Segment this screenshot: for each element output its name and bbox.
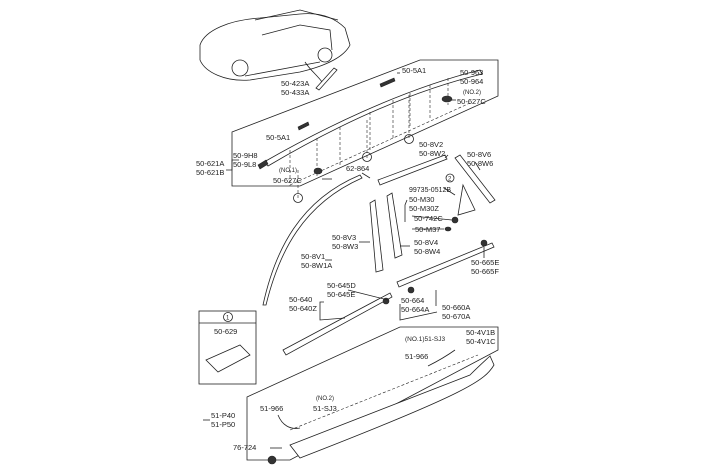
label-50-664: 50-664 — [401, 296, 424, 305]
label-50-664a: 50-664A — [401, 305, 429, 314]
label-50-963: 50-963 — [460, 68, 483, 77]
label-50-645d: 50-645D — [327, 281, 356, 290]
label-no2: (NO.2) — [463, 90, 481, 96]
clip-627c-top — [441, 95, 453, 103]
clip-5a1-left — [297, 121, 310, 131]
label-50-m30z: 50-M30Z — [409, 204, 439, 213]
label-50-627c: 50-627C — [273, 176, 302, 185]
label-50-5a1: 50-5A1 — [402, 66, 426, 75]
belt-molding-640 — [282, 292, 393, 356]
label-50-423a: 50-423A — [281, 79, 309, 88]
label-50-640z: 50-640Z — [289, 304, 317, 313]
label-50-m37: 50-M37 — [415, 225, 440, 234]
label-circle-2: 2 — [448, 177, 452, 183]
label-50-8w4: 50-8W4 — [414, 247, 440, 256]
label-50-4v1b: 50-4V1B — [466, 328, 495, 337]
clip-m37 — [444, 226, 452, 232]
label-50-5a1: 50-5A1 — [266, 133, 290, 142]
label-50-629: 50-629 — [214, 327, 237, 336]
label-50-665e: 50-665E — [471, 258, 499, 267]
garnish-8v3 — [369, 199, 384, 273]
molding-8v1 — [262, 174, 363, 306]
label-50-742c: 50-742C — [414, 214, 443, 223]
molding-8v6 — [454, 154, 496, 204]
end-cap-9h8 — [257, 159, 269, 170]
label-circle-1: 1 — [226, 316, 230, 322]
part-labels: 50-5A1 50-963 50-964 (NO.2) 50-627C 50-4… — [196, 66, 499, 452]
label-51-sj3: 51-SJ3 — [313, 404, 337, 413]
label-50-433a: 50-433A — [281, 88, 309, 97]
clip-627c-left — [313, 167, 323, 175]
label-50-621b: 50-621B — [196, 168, 224, 177]
label-50-8w6: 50-8W6 — [467, 159, 493, 168]
molding-8v2 — [377, 154, 448, 186]
label-51-966: 51-966 — [260, 404, 283, 413]
label-51-p50: 51-P50 — [211, 420, 235, 429]
garnish-8v4 — [386, 192, 403, 259]
belt-molding-660a — [396, 242, 495, 288]
label-50-627c: 50-627C — [457, 97, 486, 106]
inset-box-1 — [198, 310, 257, 385]
circle-1-marker — [223, 312, 233, 322]
label-50-8w1a: 50-8W1A — [301, 261, 332, 270]
label-50-m30: 50-M30 — [409, 195, 434, 204]
leader-lines — [203, 72, 485, 449]
label-50-8v4: 50-8V4 — [414, 238, 438, 247]
label-99735-0512b: 99735-0512B — [409, 187, 451, 194]
clip-664 — [407, 286, 415, 294]
side-sill-garnish — [289, 355, 495, 459]
seal-966-b — [277, 414, 301, 429]
part-50-423a — [315, 67, 338, 91]
label-50-640: 50-640 — [289, 295, 312, 304]
label-50-9l8: 50-9L8 — [233, 160, 256, 169]
label-51-966: 51-966 — [405, 352, 428, 361]
label-50-621a: 50-621A — [196, 159, 224, 168]
label-50-964: 50-964 — [460, 77, 483, 86]
seal-966-a — [427, 349, 456, 367]
label-no1-51-sj3: (NO.1)51-SJ3 — [405, 336, 445, 343]
label-51-p40: 51-P40 — [211, 411, 235, 420]
clip-5a1-top — [379, 77, 396, 88]
label-no2: (NO.2) — [316, 396, 334, 402]
sill-dashed-guide — [289, 354, 479, 431]
label-50-665f: 50-665F — [471, 267, 499, 276]
label-50-9h8: 50-9H8 — [233, 151, 258, 160]
side-sill-group-outline — [246, 326, 499, 461]
label-50-8v3: 50-8V3 — [332, 233, 356, 242]
label-50-8v6: 50-8V6 — [467, 150, 491, 159]
label-50-4v1c: 50-4V1C — [466, 337, 496, 346]
label-50-645e: 50-645E — [327, 290, 355, 299]
clip-742c — [451, 216, 459, 224]
label-50-8v2: 50-8V2 — [419, 140, 443, 149]
label-50-8w3: 50-8W3 — [332, 242, 358, 251]
car-illustration — [199, 9, 351, 83]
label-no1: (NO.1) — [279, 168, 297, 174]
clip-665e — [480, 239, 488, 247]
clip-629-illustration — [205, 344, 251, 373]
label-50-660a: 50-660A — [442, 303, 470, 312]
roof-group-outline — [231, 59, 499, 187]
clip-76-724 — [267, 455, 277, 465]
label-50-670a: 50-670A — [442, 312, 470, 321]
label-50-8w2: 50-8W2 — [419, 149, 445, 158]
garnish-triangle — [457, 183, 476, 216]
label-76-724: 76-724 — [233, 443, 256, 452]
label-62-864: 62-864 — [346, 164, 369, 173]
ref-circles — [293, 134, 455, 203]
label-50-8v1: 50-8V1 — [301, 252, 325, 261]
